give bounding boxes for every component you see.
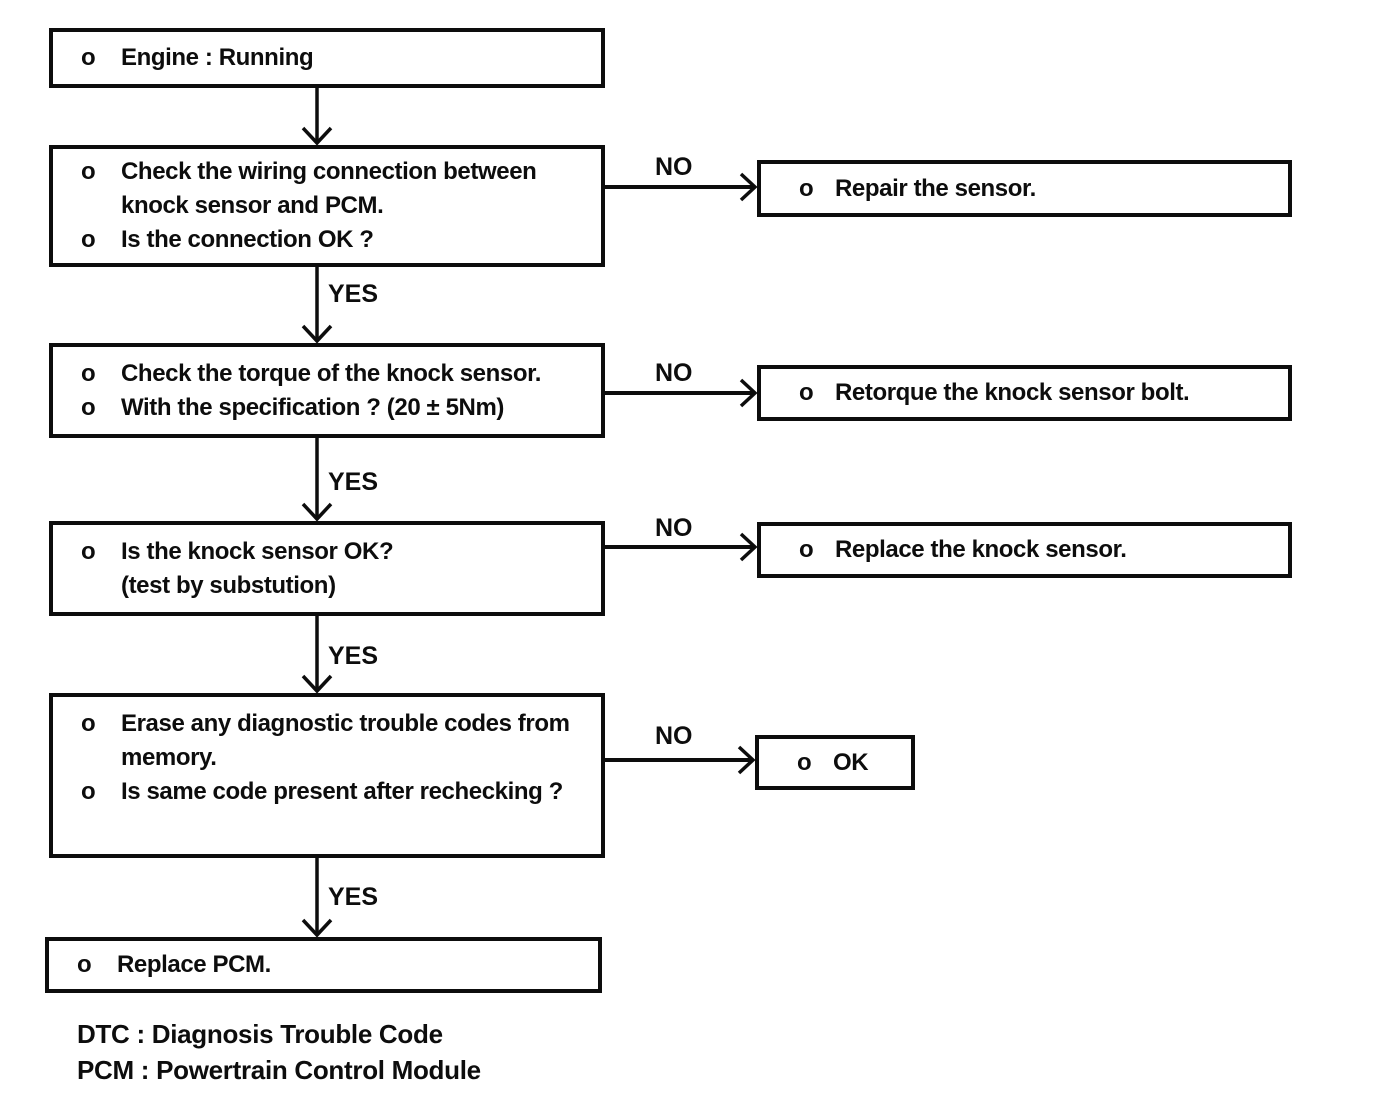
- legend-dtc: DTC : Diagnosis Trouble Code: [77, 1019, 443, 1049]
- bullet-marker: o: [81, 359, 96, 387]
- step-text: Replace PCM.: [117, 951, 271, 978]
- edge-label-torque-yes: YES: [328, 468, 379, 496]
- step-text: Repair the sensor.: [835, 174, 1036, 202]
- step-line: o Retorque the knock sensor bolt.: [799, 376, 1288, 410]
- legend-pcm: PCM : Powertrain Control Module: [77, 1055, 481, 1085]
- arrow-torque-to-sensor: [301, 438, 333, 522]
- step-text: Is the knock sensor OK?: [121, 537, 394, 565]
- arrow-wiring-no: [605, 172, 758, 202]
- bullet-marker: o: [77, 951, 92, 978]
- legend: DTC : Diagnosis Trouble Code PCM : Power…: [77, 1016, 481, 1088]
- bullet-marker: o: [799, 536, 814, 563]
- step-repair-sensor: o Repair the sensor.: [757, 160, 1292, 217]
- bullet-marker: o: [799, 379, 814, 406]
- step-engine-running: o Engine : Running: [49, 28, 605, 88]
- step-text: Check the wiring connection between: [121, 158, 537, 185]
- step-text: OK: [833, 748, 869, 776]
- step-line: o Repair the sensor.: [799, 172, 1288, 206]
- step-ok: o OK: [755, 735, 915, 790]
- step-knock-sensor-ok: o Is the knock sensor OK? (test by subst…: [49, 521, 605, 616]
- step-line: (test by substution): [81, 569, 601, 603]
- step-replace-knock-sensor: o Replace the knock sensor.: [757, 522, 1292, 578]
- arrow-erase-to-pcm: [301, 858, 333, 938]
- step-replace-pcm: o Replace PCM.: [45, 937, 602, 993]
- bullet-marker: o: [797, 748, 812, 776]
- step-line: o Is same code present after rechecking …: [81, 775, 601, 809]
- step-line: o Check the torque of the knock sensor.: [81, 357, 601, 391]
- bullet-marker: o: [81, 710, 96, 737]
- edge-label-erase-yes: YES: [328, 883, 379, 911]
- step-text: knock sensor and PCM.: [121, 192, 384, 219]
- edge-label-sensor-no: NO: [655, 514, 693, 542]
- step-text: memory.: [121, 744, 217, 771]
- step-text: Engine : Running: [121, 44, 314, 71]
- bullet-marker: o: [81, 44, 96, 71]
- bullet-marker: o: [81, 226, 96, 253]
- edge-label-torque-no: NO: [655, 359, 693, 387]
- step-line: o OK: [797, 746, 911, 780]
- step-line: o Replace PCM.: [77, 948, 598, 982]
- edge-label-erase-no: NO: [655, 722, 693, 750]
- edge-label-sensor-yes: YES: [328, 642, 379, 670]
- step-text: Is the connection OK ?: [121, 226, 374, 253]
- step-line: knock sensor and PCM.: [81, 189, 601, 223]
- step-text: (test by substution): [121, 571, 336, 599]
- bullet-marker: o: [81, 537, 96, 565]
- step-check-wiring: o Check the wiring connection between kn…: [49, 145, 605, 267]
- step-text: With the specification ? (20 ± 5Nm): [121, 393, 505, 421]
- arrow-torque-no: [605, 378, 758, 408]
- step-line: o Is the knock sensor OK?: [81, 535, 601, 569]
- step-text: Retorque the knock sensor bolt.: [835, 379, 1190, 406]
- step-text: Is same code present after rechecking ?: [121, 778, 563, 805]
- step-line: o Check the wiring connection between: [81, 155, 601, 189]
- step-text: Check the torque of the knock sensor.: [121, 359, 541, 387]
- step-line: o Is the connection OK ?: [81, 223, 601, 257]
- bullet-marker: o: [81, 158, 96, 185]
- arrow-erase-no: [605, 745, 756, 775]
- step-line: o Erase any diagnostic trouble codes fro…: [81, 707, 601, 741]
- step-text: Replace the knock sensor.: [835, 536, 1127, 563]
- bullet-marker: o: [799, 174, 814, 202]
- bullet-marker: o: [81, 778, 96, 805]
- arrow-sensor-no: [605, 532, 758, 562]
- step-line: memory.: [81, 741, 601, 775]
- step-line: o Engine : Running: [81, 41, 601, 75]
- step-line: o With the specification ? (20 ± 5Nm): [81, 391, 601, 425]
- step-erase-dtc: o Erase any diagnostic trouble codes fro…: [49, 693, 605, 858]
- arrow-wiring-to-torque: [301, 267, 333, 344]
- step-retorque-bolt: o Retorque the knock sensor bolt.: [757, 365, 1292, 421]
- arrow-engine-to-wiring: [301, 87, 333, 146]
- step-line: o Replace the knock sensor.: [799, 533, 1288, 567]
- edge-label-wiring-yes: YES: [328, 280, 379, 308]
- step-check-torque: o Check the torque of the knock sensor. …: [49, 343, 605, 438]
- arrow-sensor-to-erase: [301, 616, 333, 694]
- bullet-marker: o: [81, 393, 96, 421]
- step-text: Erase any diagnostic trouble codes from: [121, 710, 570, 737]
- edge-label-wiring-no: NO: [655, 153, 693, 181]
